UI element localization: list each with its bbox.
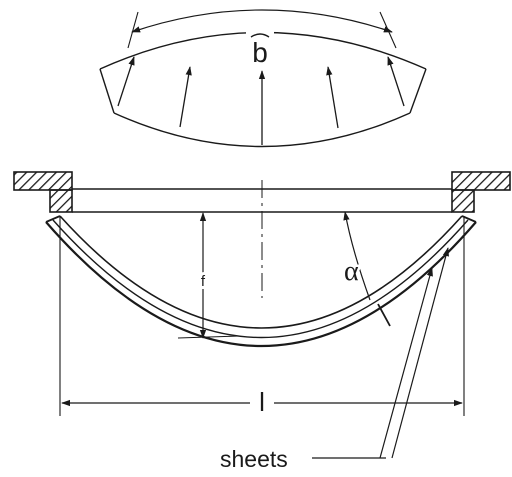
pressure-arrow-2 bbox=[179, 66, 192, 128]
segment-left-edge bbox=[99, 68, 115, 114]
sheet-middle-curve bbox=[52, 219, 469, 339]
sheet-end-left bbox=[45, 215, 61, 223]
segment-right-edge bbox=[409, 68, 427, 114]
pressure-arrow-4 bbox=[326, 66, 339, 129]
sheets-leader-line-1 bbox=[379, 267, 433, 459]
pressure-arrow-1 bbox=[117, 56, 135, 107]
left-support-block bbox=[13, 171, 73, 191]
arc-dim-extension-right bbox=[379, 11, 397, 49]
angle-arc bbox=[343, 211, 371, 301]
deflection-bottom-leader bbox=[177, 335, 241, 339]
left-support-post bbox=[49, 189, 73, 213]
arc-length-dimension-line bbox=[131, 9, 393, 33]
sheets-label: sheets bbox=[220, 446, 288, 472]
deflection-label: f bbox=[201, 273, 206, 290]
sheets-leader-line-2 bbox=[391, 247, 449, 459]
right-support-post bbox=[451, 189, 475, 213]
sheet-outer-curve bbox=[45, 221, 477, 347]
segment-inner-arc bbox=[113, 112, 411, 148]
pressure-arrow-5 bbox=[387, 56, 405, 107]
span-label: l bbox=[259, 387, 265, 417]
angle-label: α bbox=[344, 256, 359, 287]
arc-length-label: b bbox=[252, 37, 268, 68]
main-assembly: f α l sheets bbox=[13, 171, 511, 472]
arc-length-label-accent bbox=[250, 33, 270, 38]
sheet-segment-detail: b bbox=[99, 9, 427, 148]
angle-tangent-tick bbox=[377, 303, 391, 327]
right-support-block bbox=[451, 171, 511, 191]
sheet-inner-curve bbox=[59, 215, 463, 329]
